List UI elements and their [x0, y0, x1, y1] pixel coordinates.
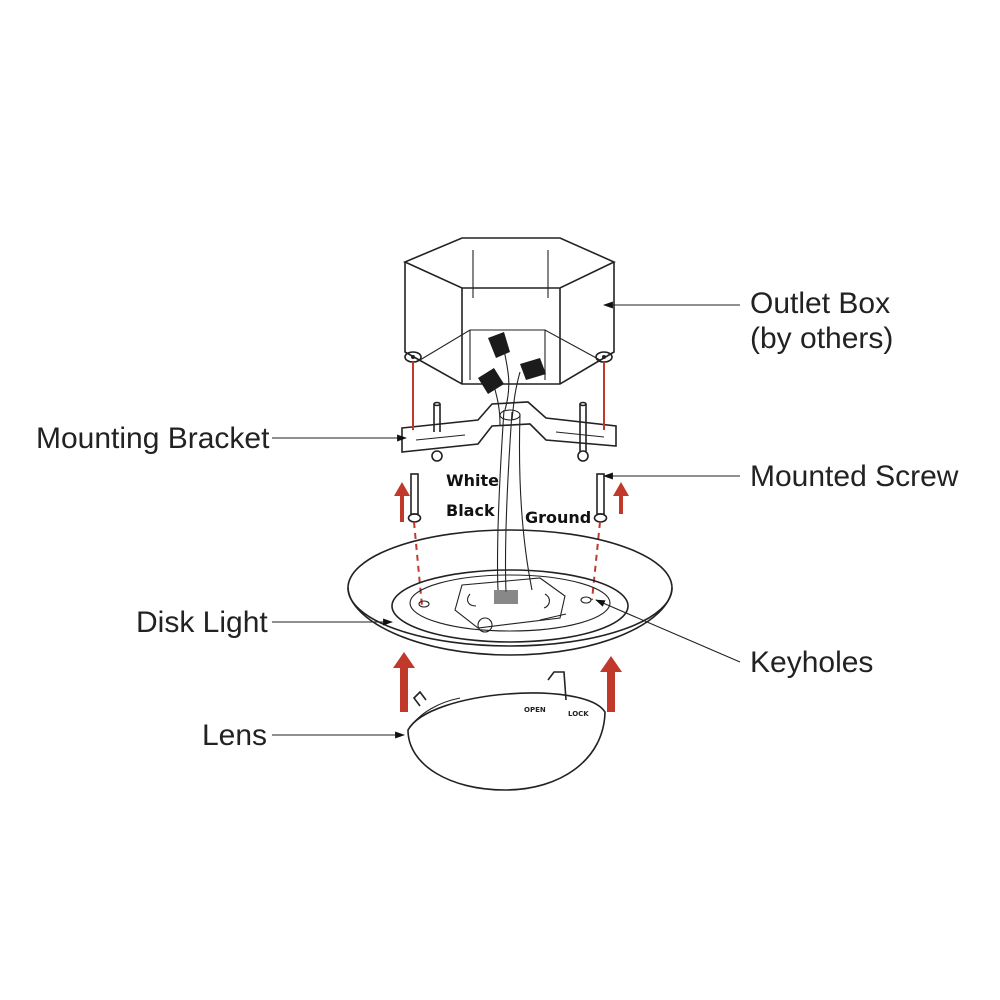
- wires: [496, 409, 533, 593]
- wire-nuts: [478, 332, 546, 426]
- label-keyholes: Keyholes: [750, 646, 873, 679]
- wire-label-black: Black: [446, 501, 495, 520]
- label-outlet-box-note: (by others): [750, 322, 893, 355]
- label-mounted-screw: Mounted Screw: [750, 460, 959, 493]
- mounted-screw-left: [407, 473, 422, 523]
- label-outlet-box: Outlet Box: [750, 287, 890, 320]
- lens-lock-mark: LOCK: [568, 710, 589, 718]
- wire-label-ground: Ground: [525, 508, 591, 527]
- red-up-arrows: [393, 482, 629, 712]
- label-lens: Lens: [202, 719, 267, 752]
- wire-label-white: White: [446, 471, 499, 490]
- alignment-lines: [412, 362, 605, 607]
- disk-light: [347, 529, 673, 656]
- callout-leaders: [272, 301, 741, 739]
- label-mounting-bracket: Mounting Bracket: [36, 422, 270, 455]
- lens-open-mark: OPEN: [524, 706, 546, 714]
- outlet-box: [403, 237, 616, 385]
- label-disk-light: Disk Light: [136, 606, 268, 639]
- mounted-screw-right: [593, 473, 608, 523]
- mounting-bracket: [401, 401, 617, 462]
- lens: OPEN LOCK: [407, 671, 606, 791]
